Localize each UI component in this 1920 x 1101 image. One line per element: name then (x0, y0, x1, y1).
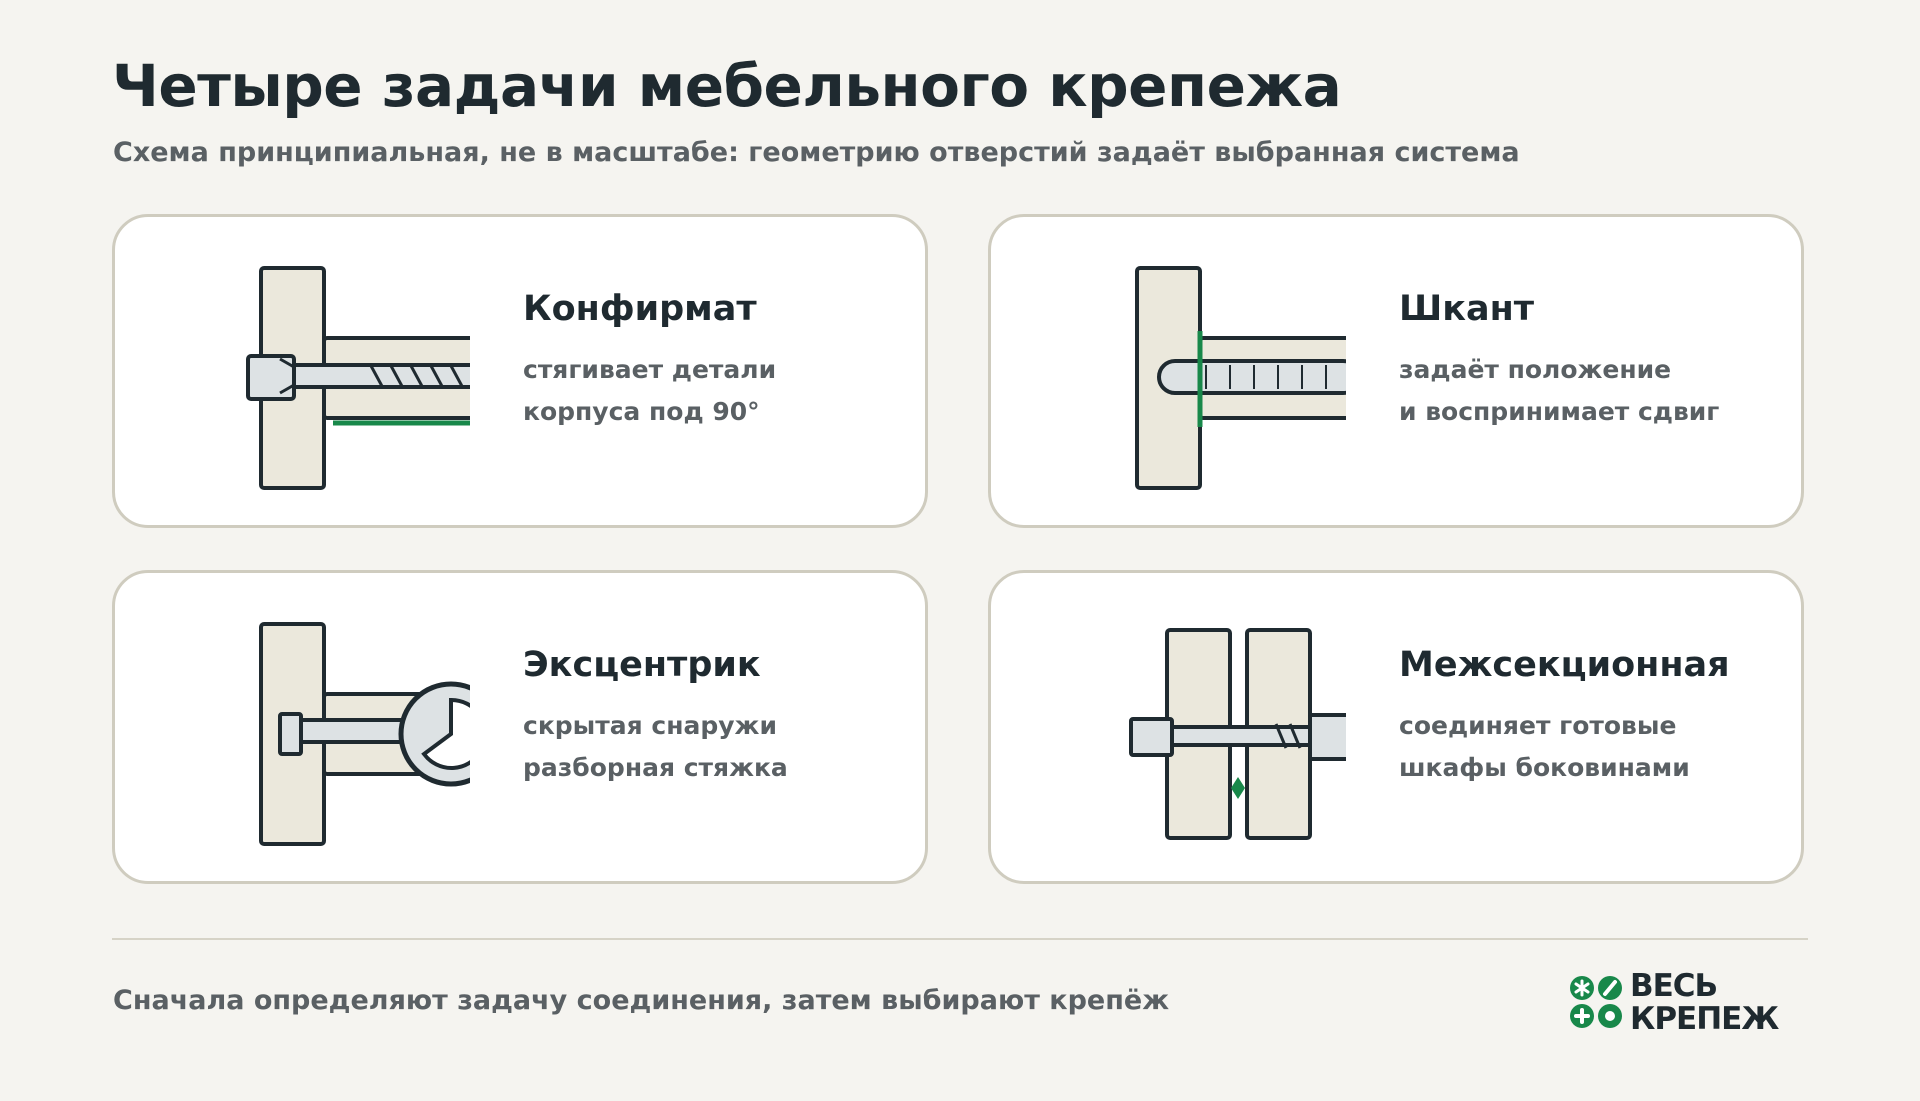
footer-divider (112, 938, 1808, 940)
dowel-illustration (1135, 266, 1346, 490)
card-title: Конфирмат (523, 289, 757, 329)
card-cam-lock: Эксцентрик скрытая снаружи разборная стя… (112, 570, 928, 884)
footer-note: Сначала определяют задачу соединения, за… (113, 985, 1170, 1016)
page-title: Четыре задачи мебельного крепежа (112, 52, 1342, 120)
card-description: стягивает детали корпуса под 90° (523, 355, 777, 426)
card-sectional: Межсекционная соединяет готовые шкафы бо… (988, 570, 1804, 884)
card-title: Эксцентрик (523, 645, 761, 685)
logo-mark-icon (1570, 976, 1622, 1028)
card-title: Шкант (1399, 289, 1535, 329)
page-subtitle: Схема принципиальная, не в масштабе: гео… (113, 137, 1520, 168)
card-title: Межсекционная (1399, 645, 1730, 685)
card-description: скрытая снаружи разборная стяжка (523, 711, 788, 782)
cam-lock-illustration (259, 622, 470, 846)
card-confirmat: Конфирмат стягивает детали корпуса под 9… (112, 214, 928, 528)
logo-wordmark: ВЕСЬ КРЕПЕЖ (1630, 968, 1779, 1037)
card-description: задаёт положение и воспринимает сдвиг (1399, 355, 1720, 426)
brand-logo[interactable]: ВЕСЬ КРЕПЕЖ (1568, 970, 1792, 1040)
card-description: соединяет готовые шкафы боковинами (1399, 711, 1690, 782)
card-dowel: Шкант задаёт положение и воспринимает сд… (988, 214, 1804, 528)
sectional-connector-illustration (1129, 628, 1346, 840)
confirmat-screw-illustration (246, 266, 470, 490)
